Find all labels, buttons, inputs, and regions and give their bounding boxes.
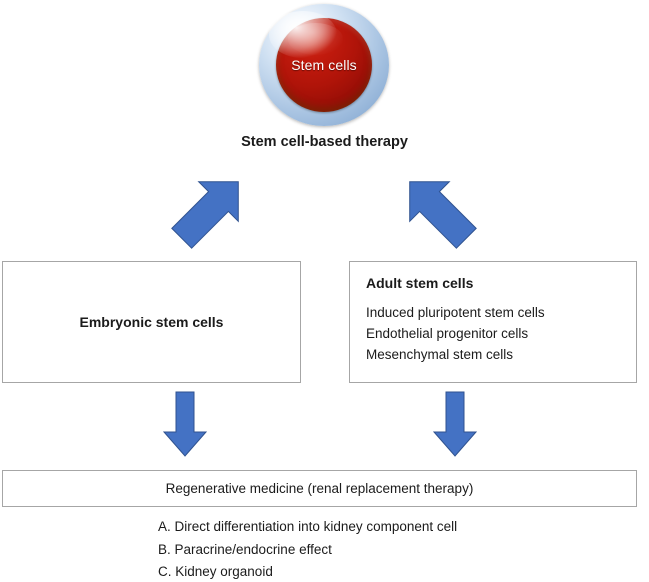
list-item: Endothelial progenitor cells bbox=[366, 326, 529, 341]
box-embryonic-title: Embryonic stem cells bbox=[79, 314, 224, 330]
stem-cell-label: Stem cells bbox=[291, 57, 357, 73]
stem-cell-node: Stem cells bbox=[259, 4, 389, 126]
regenerative-medicine-label: Regenerative medicine (renal replacement… bbox=[165, 481, 474, 496]
list-item: B. Paracrine/endocrine effect bbox=[158, 541, 332, 557]
list-item: Induced pluripotent stem cells bbox=[366, 305, 545, 320]
list-item: Mesenchymal stem cells bbox=[366, 347, 514, 362]
diagram-title: Stem cell-based therapy bbox=[241, 134, 408, 150]
stem-cell-nucleus: Stem cells bbox=[276, 18, 372, 112]
adult-stem-cell-list: Induced pluripotent stem cells Endotheli… bbox=[366, 302, 636, 365]
box-embryonic-stem-cells: Embryonic stem cells bbox=[2, 261, 301, 383]
arrow-down-embryonic-icon bbox=[163, 391, 207, 457]
arrow-down-right-icon bbox=[409, 181, 477, 249]
box-regenerative-medicine: Regenerative medicine (renal replacement… bbox=[2, 470, 637, 507]
arrow-down-adult-icon bbox=[433, 391, 477, 457]
list-item: C. Kidney organoid bbox=[158, 564, 273, 579]
box-adult-title: Adult stem cells bbox=[366, 275, 474, 291]
arrow-down-left-icon bbox=[171, 181, 239, 249]
box-adult-stem-cells: Adult stem cells Induced pluripotent ste… bbox=[349, 261, 637, 383]
stem-cell-icon: Stem cells bbox=[259, 4, 389, 126]
list-item: A. Direct differentiation into kidney co… bbox=[158, 519, 458, 534]
outcome-list: A. Direct differentiation into kidney co… bbox=[158, 516, 457, 582]
